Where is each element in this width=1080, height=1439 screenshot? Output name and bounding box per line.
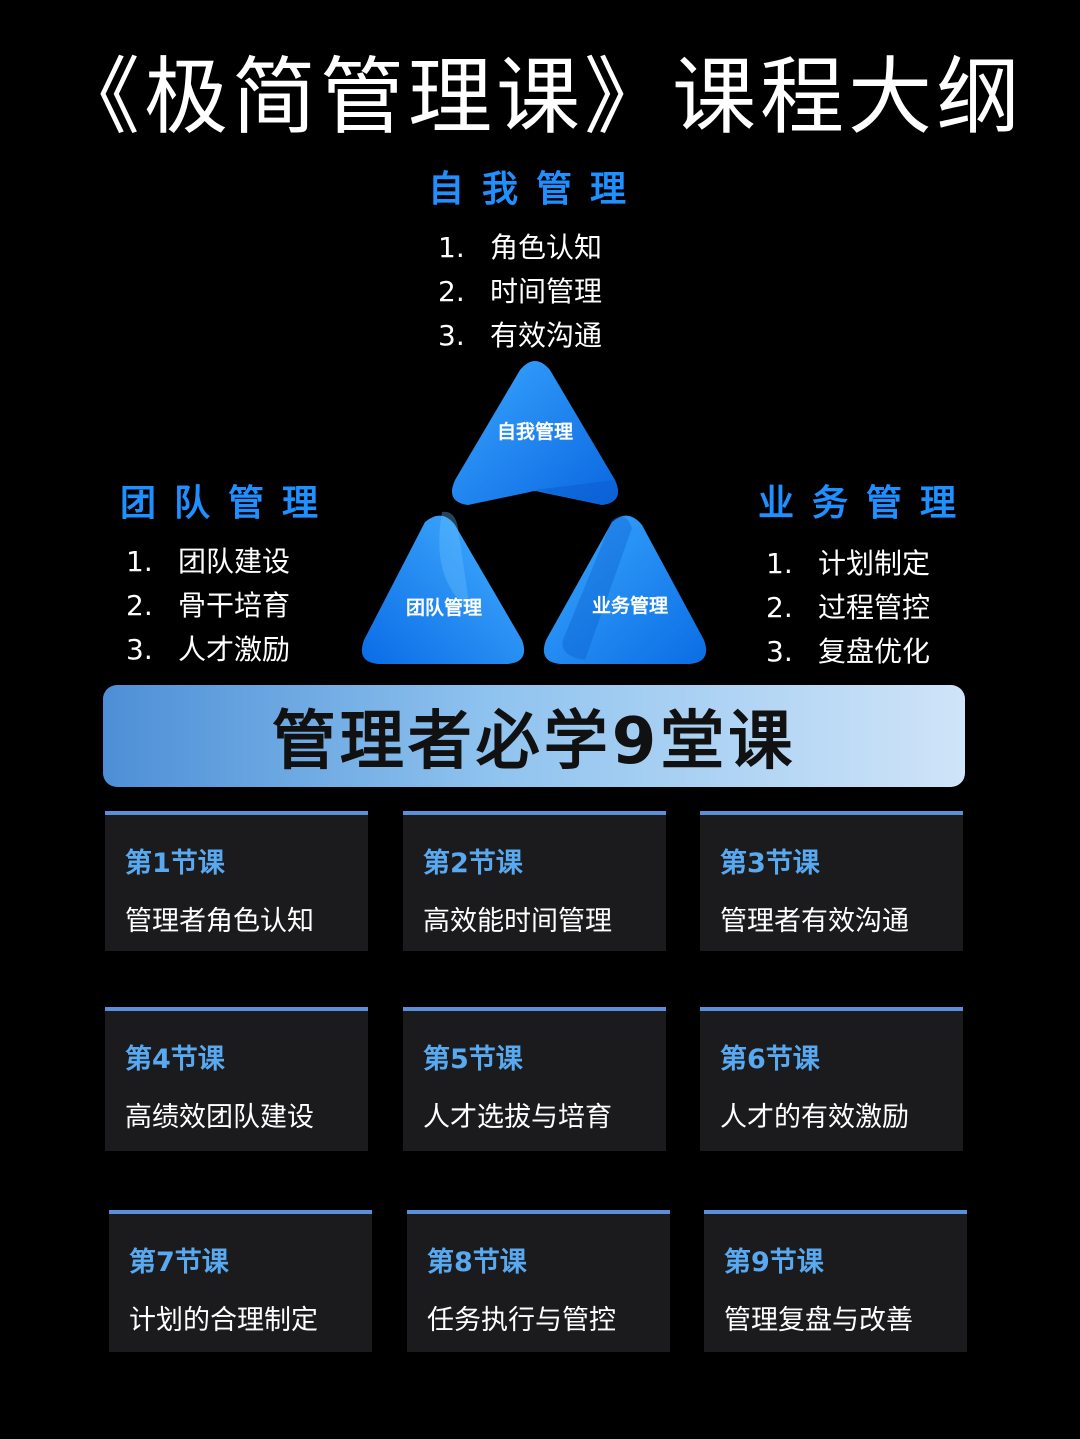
list-number: 2. [438,275,465,308]
list-item: 3. 有效沟通 [438,314,644,358]
lesson-number: 第6节课 [720,1044,820,1075]
section-self-management: 自我管理 1. 角色认知 2. 时间管理 3. 有效沟通 [428,160,644,358]
banner: 管理者必学9堂课 [103,685,965,787]
triangle-left-shape [361,515,525,664]
lesson-card-5[interactable]: 第5节课 人才选拔与培育 [403,1007,666,1151]
list-item: 2. 骨干培育 [126,584,336,628]
section-heading: 自我管理 [428,169,645,210]
lesson-card-7[interactable]: 第7节课 计划的合理制定 [109,1210,372,1352]
lesson-card-4[interactable]: 第4节课 高绩效团队建设 [105,1007,368,1151]
lesson-title: 人才的有效激励 [720,1102,909,1133]
list-text: 有效沟通 [490,319,603,352]
lesson-card-2[interactable]: 第2节课 高效能时间管理 [403,811,666,951]
section-list: 1. 角色认知 2. 时间管理 3. 有效沟通 [438,226,644,358]
triangle-top-shape [451,361,619,505]
list-text: 人才激励 [178,633,291,666]
section-team-management: 团队管理 1. 团队建设 2. 骨干培育 3. 人才激励 [120,474,336,672]
triangle-left-fold [439,511,470,610]
triangle-right-shape [543,515,707,664]
lesson-number: 第2节课 [423,848,523,879]
list-number: 2. [766,591,793,624]
list-item: 1. 角色认知 [438,226,644,270]
page-title: 《极简管理课》课程大纲 [55,48,1024,146]
list-number: 1. [438,231,465,264]
section-list: 1. 计划制定 2. 过程管控 3. 复盘优化 [766,542,974,674]
list-number: 3. [438,319,465,352]
lesson-number: 第8节课 [427,1247,527,1278]
list-number: 2. [126,589,153,622]
lesson-title: 计划的合理制定 [129,1305,318,1336]
list-number: 3. [766,635,793,668]
lesson-number: 第1节课 [125,848,225,879]
list-number: 1. [766,547,793,580]
list-text: 复盘优化 [818,635,931,668]
list-number: 1. [126,545,153,578]
banner-text: 管理者必学9堂课 [271,705,797,779]
lesson-card-1[interactable]: 第1节课 管理者角色认知 [105,811,368,951]
lesson-number: 第4节课 [125,1044,225,1075]
list-item: 3. 复盘优化 [766,630,974,674]
lesson-title: 管理者角色认知 [125,906,314,937]
lesson-number: 第3节课 [720,848,820,879]
list-text: 时间管理 [490,275,603,308]
list-text: 团队建设 [178,545,291,578]
triangle-top-label: 自我管理 [497,420,573,443]
lesson-title: 人才选拔与培育 [423,1102,612,1133]
list-item: 3. 人才激励 [126,628,336,672]
lesson-title: 任务执行与管控 [427,1305,616,1336]
lesson-card-9[interactable]: 第9节课 管理复盘与改善 [704,1210,967,1352]
section-business-management: 业务管理 1. 计划制定 2. 过程管控 3. 复盘优化 [758,474,974,674]
triangle-right-fold [562,516,632,660]
triangle-left-label: 团队管理 [406,596,482,619]
list-item: 2. 时间管理 [438,270,644,314]
lesson-title: 管理者有效沟通 [720,906,909,937]
list-number: 3. [126,633,153,666]
triangle-top-fold [535,480,619,505]
list-text: 角色认知 [490,231,603,264]
lesson-number: 第5节课 [423,1044,523,1075]
list-item: 1. 团队建设 [126,540,336,584]
list-item: 1. 计划制定 [766,542,974,586]
lesson-card-6[interactable]: 第6节课 人才的有效激励 [700,1007,963,1151]
triangle-diagram: 自我管理 团队管理 业务管理 [361,361,707,664]
list-text: 过程管控 [818,591,931,624]
lesson-title: 高效能时间管理 [423,906,612,937]
lesson-number: 第9节课 [724,1247,824,1278]
triangle-right-label: 业务管理 [592,594,668,617]
section-list: 1. 团队建设 2. 骨干培育 3. 人才激励 [126,540,336,672]
list-text: 计划制定 [818,547,931,580]
lesson-title: 高绩效团队建设 [125,1102,314,1133]
list-item: 2. 过程管控 [766,586,974,630]
lesson-number: 第7节课 [129,1247,229,1278]
section-heading: 业务管理 [758,483,975,524]
section-heading: 团队管理 [120,483,337,524]
lesson-card-3[interactable]: 第3节课 管理者有效沟通 [700,811,963,951]
lesson-card-8[interactable]: 第8节课 任务执行与管控 [407,1210,670,1352]
list-text: 骨干培育 [178,589,291,622]
lesson-title: 管理复盘与改善 [724,1305,913,1336]
